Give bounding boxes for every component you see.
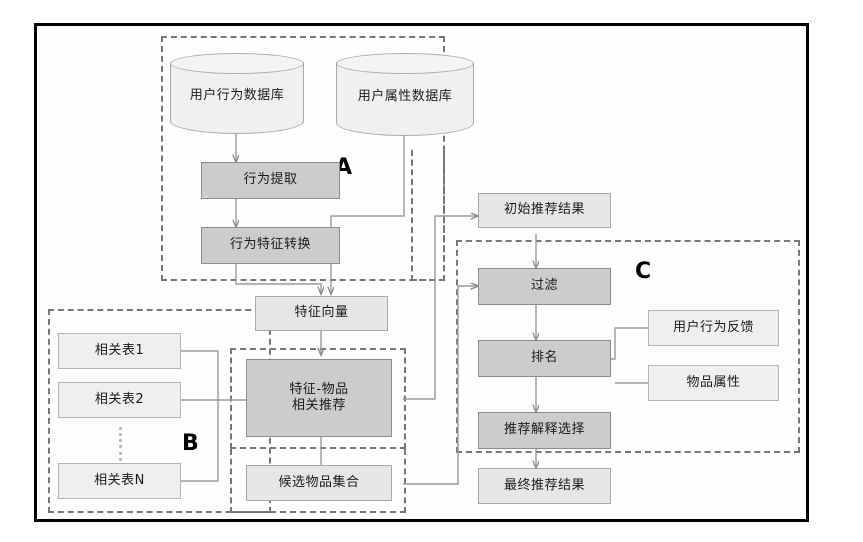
- node-feature-item-recommend[interactable]: 特征-物品 相关推荐: [246, 359, 392, 437]
- diagram-frame: A B C: [34, 23, 809, 522]
- node-behavior-feature-transform[interactable]: 行为特征转换: [201, 227, 340, 264]
- group-label-c: C: [635, 259, 652, 284]
- datastore-label: 用户属性数据库: [357, 89, 453, 104]
- node-feature-vector[interactable]: 特征向量: [255, 296, 388, 331]
- node-user-behavior-feedback[interactable]: 用户行为反馈: [648, 310, 779, 346]
- cylinder-top: [170, 53, 304, 74]
- node-relation-table-n[interactable]: 相关表N: [58, 463, 181, 499]
- node-initial-result[interactable]: 初始推荐结果: [478, 193, 611, 228]
- node-ranking[interactable]: 排名: [478, 340, 611, 377]
- group-label-b: B: [182, 431, 199, 456]
- datastore-user-behavior-db: 用户行为数据库: [170, 53, 304, 134]
- datastore-label: 用户行为数据库: [189, 88, 285, 103]
- node-relation-table-2[interactable]: 相关表2: [58, 382, 181, 418]
- node-behavior-extraction[interactable]: 行为提取: [201, 162, 340, 199]
- node-relation-table-1[interactable]: 相关表1: [58, 333, 181, 369]
- node-final-result[interactable]: 最终推荐结果: [478, 468, 611, 504]
- node-candidate-item-set[interactable]: 候选物品集合: [246, 465, 392, 501]
- datastore-user-attribute-db: 用户属性数据库: [336, 53, 474, 136]
- relation-tables-ellipsis: [118, 427, 122, 467]
- node-filter[interactable]: 过滤: [478, 268, 611, 305]
- dashed-group-a-extension: [411, 150, 445, 281]
- cylinder-body: [170, 62, 304, 134]
- cylinder-top: [336, 53, 474, 74]
- node-item-attribute[interactable]: 物品属性: [648, 365, 779, 401]
- node-explanation-selection[interactable]: 推荐解释选择: [478, 412, 611, 449]
- cylinder-body: [336, 62, 474, 136]
- node-label-line-1: 特征-物品: [289, 381, 349, 397]
- node-label-line-2: 相关推荐: [291, 398, 346, 413]
